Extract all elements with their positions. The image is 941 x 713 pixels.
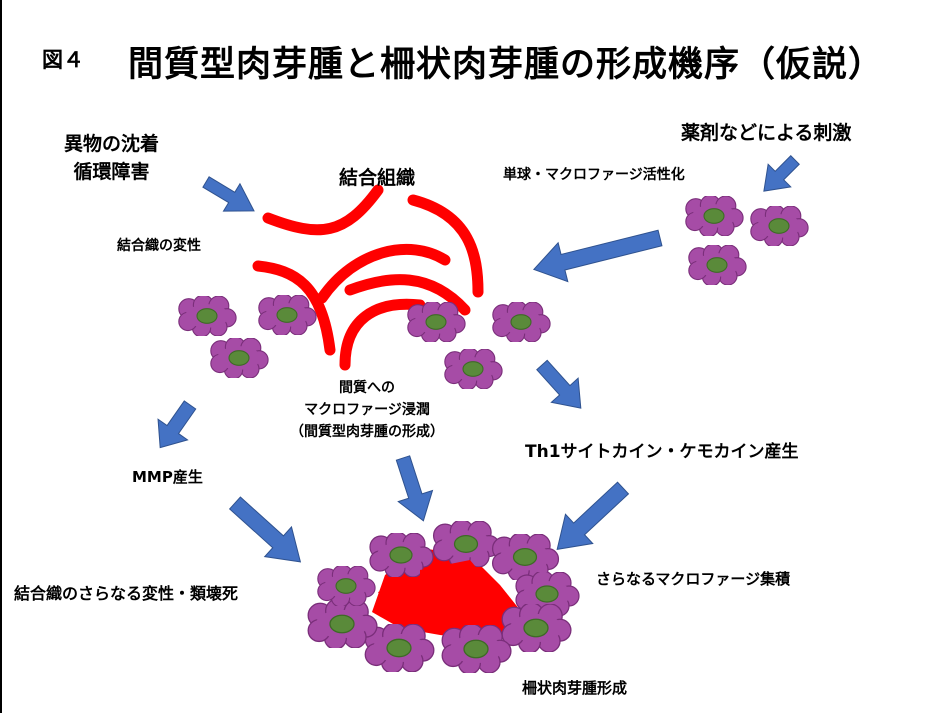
- arrow-th1-to-palisading: [556, 481, 630, 550]
- fiber: [252, 260, 336, 356]
- label-monocyte-activation: 単球・マクロファージ活性化: [503, 167, 685, 183]
- macrophage-cell: [258, 295, 317, 335]
- macrophage-cell: [178, 296, 237, 336]
- macrophage-cell: [210, 338, 269, 378]
- label-further-degeneration: 結合織のさらなる変性・類壊死: [14, 584, 239, 603]
- connective-tissue-fibers: [252, 184, 484, 371]
- macrophage-cell: [492, 302, 551, 342]
- arrow-mono-to-tissue: [532, 229, 663, 283]
- arrow-drug-to-mono: [763, 155, 800, 192]
- arrow-foreign-to-tissue: [202, 176, 255, 212]
- arrow-mmp-to-palisading: [228, 496, 302, 563]
- macrophage-cell: [444, 349, 503, 389]
- necrotic-core-left: [378, 580, 430, 622]
- macrophage-cell: [317, 566, 376, 606]
- necrotic-core-center: [420, 560, 495, 628]
- label-further-accumulation: さらなるマクロファージ集積: [596, 570, 791, 588]
- fiber: [262, 184, 384, 236]
- label-infiltration-line2: マクロファージ浸潤: [304, 402, 430, 418]
- label-th1-cytokines: Th1サイトカイン・ケモカイン産生: [525, 442, 799, 462]
- palisading-granuloma: [307, 521, 580, 673]
- macrophage-cell: [407, 302, 466, 342]
- label-mmp: MMP産生: [132, 468, 203, 486]
- macrophage-cell: [501, 604, 572, 652]
- arrow-to-mmp: [157, 400, 197, 449]
- label-foreign-line2: 循環障害: [73, 161, 150, 183]
- label-foreign-body: 異物の沈着 循環障害: [64, 130, 159, 186]
- fiber: [339, 298, 426, 371]
- macrophage-cell: [688, 245, 747, 285]
- macrophage-cell: [441, 625, 512, 673]
- fiber: [407, 194, 484, 298]
- arrow-infiltration-to-palisading: [395, 455, 434, 522]
- label-drug-stimulus: 薬剤などによる刺激: [681, 122, 852, 144]
- label-interstitial-infiltration: 間質への マクロファージ浸潤 （間質型肉芽腫の形成）: [290, 377, 444, 443]
- macrophage-cell: [750, 206, 809, 246]
- label-palisading: 柵状肉芽腫形成: [522, 679, 628, 697]
- fiber: [344, 274, 471, 316]
- arrow-to-th1: [536, 359, 582, 409]
- label-connective-degeneration: 結合織の変性: [117, 238, 201, 254]
- fiber: [316, 243, 451, 304]
- label-infiltration-line1: 間質への: [339, 380, 395, 396]
- figure-number: 図４: [42, 48, 84, 72]
- label-infiltration-line3: （間質型肉芽腫の形成）: [290, 424, 444, 440]
- label-foreign-line1: 異物の沈着: [64, 133, 160, 155]
- figure-title: 間質型肉芽腫と柵状肉芽腫の形成機序（仮説）: [128, 45, 885, 85]
- macrophage-cell: [685, 196, 744, 236]
- interstitial-macrophages: [178, 295, 551, 389]
- activated-monocytes: [685, 196, 809, 285]
- process-arrows: [157, 155, 800, 563]
- label-connective-tissue: 結合組織: [339, 167, 416, 189]
